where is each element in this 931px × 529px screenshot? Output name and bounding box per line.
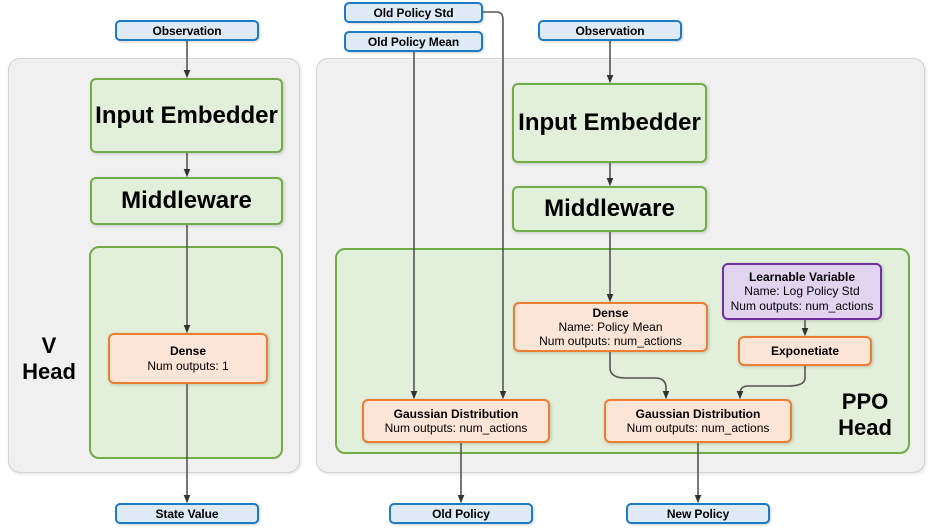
gaussian-distribution-old[interactable]: Gaussian Distribution Num outputs: num_a… [362,399,550,443]
v-head-dense-line1: Num outputs: 1 [147,358,229,373]
learnable-variable-title: Learnable Variable [748,269,856,284]
ppo-head-middleware[interactable]: Middleware [512,186,707,232]
input-observation-left[interactable]: Observation [115,20,259,41]
v-head-label-line1: V [41,333,57,358]
input-old-policy-mean[interactable]: Old Policy Mean [344,31,483,52]
gaussian-distribution-new[interactable]: Gaussian Distribution Num outputs: num_a… [604,399,792,443]
output-state-value[interactable]: State Value [115,503,259,524]
gaussian-old-title: Gaussian Distribution [393,406,519,421]
gaussian-new-title: Gaussian Distribution [635,406,761,421]
v-head-dense-title: Dense [169,344,207,359]
ppo-head-dense-policy-mean[interactable]: Dense Name: Policy Mean Num outputs: num… [513,302,708,352]
output-new-policy[interactable]: New Policy [626,503,770,524]
ppo-head-input-embedder[interactable]: Input Embedder [512,83,707,163]
v-head-middleware[interactable]: Middleware [90,177,283,225]
gaussian-new-line1: Num outputs: num_actions [626,421,770,435]
exponetiate-title: Exponetiate [770,343,839,358]
gaussian-old-line1: Num outputs: num_actions [384,421,528,435]
learnable-variable-line1: Name: Log Policy Std [744,284,860,299]
input-old-policy-std[interactable]: Old Policy Std [344,2,483,23]
ppo-head-label-line1: PPO [841,389,889,414]
learnable-variable-log-policy-std[interactable]: Learnable Variable Name: Log Policy Std … [722,263,882,320]
ppo-head-label: PPO Head [820,389,910,441]
input-observation-right[interactable]: Observation [538,20,682,41]
ppo-head-label-line2: Head [838,414,892,440]
ppo-dense-title: Dense [592,305,629,320]
output-old-policy[interactable]: Old Policy [389,503,533,524]
v-head-label: V Head [10,333,88,385]
ppo-dense-line1: Name: Policy Mean [558,319,663,334]
v-head-label-line2: Head [22,358,76,384]
v-head-input-embedder[interactable]: Input Embedder [90,78,283,153]
v-head-dense[interactable]: Dense Num outputs: 1 [108,333,268,384]
learnable-variable-line2: Num outputs: num_actions [730,298,874,313]
exponetiate-block[interactable]: Exponetiate [738,336,872,366]
ppo-dense-line2: Num outputs: num_actions [539,334,682,349]
